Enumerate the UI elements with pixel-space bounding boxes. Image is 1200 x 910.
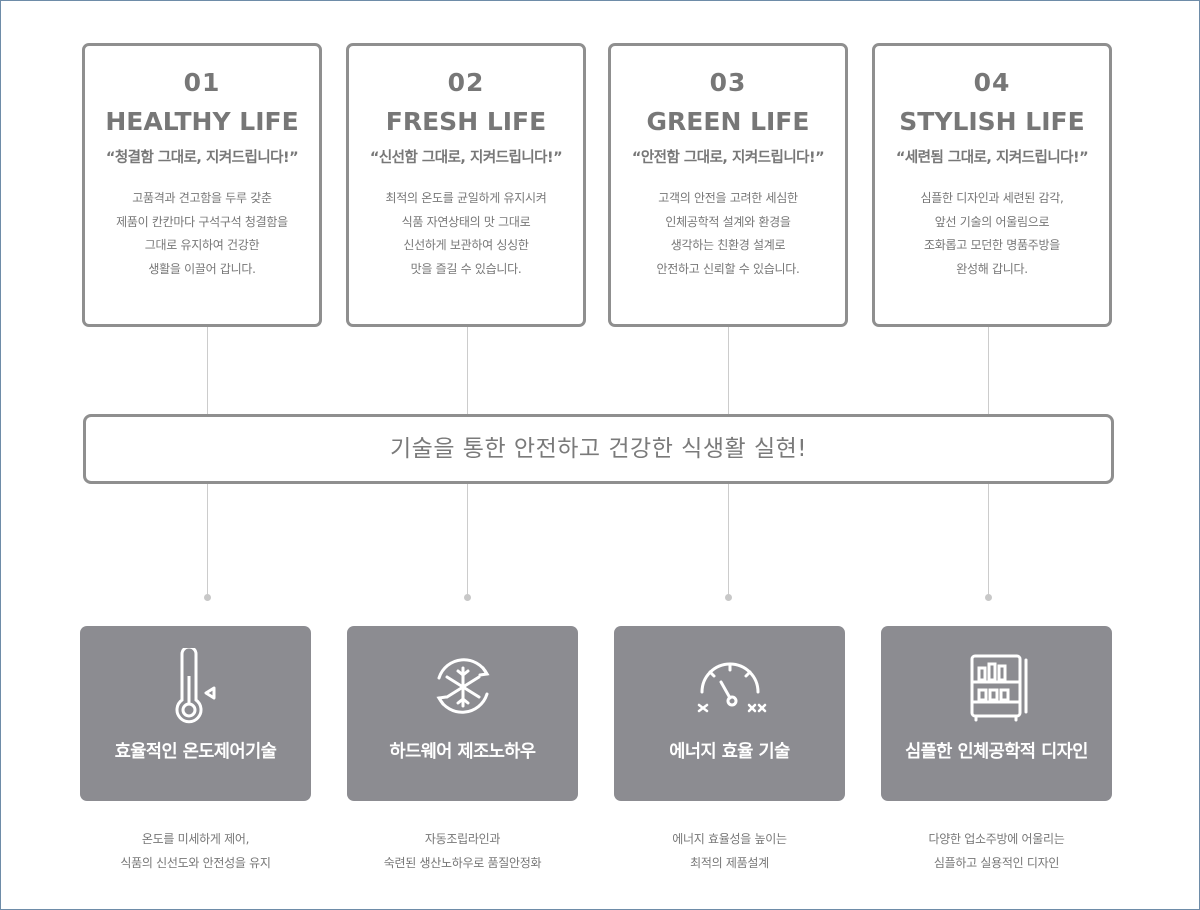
connector-dot: [725, 594, 732, 601]
card-quote: “안전함 그대로, 지켜드립니다!”: [631, 150, 825, 166]
feature-description: 다양한 업소주방에 어울리는 심플하고 실용적인 디자인: [928, 832, 1065, 870]
card-title: HEALTHY LIFE: [105, 107, 299, 136]
card-description: 심플한 디자인과 세련된 감각, 앞선 기술의 어울림으로 조화롭고 모던한 명…: [920, 191, 1064, 276]
card-number: 02: [447, 68, 485, 97]
shelf-rack-icon: [970, 654, 1027, 722]
card-quote: “세련됨 그대로, 지켜드립니다!”: [895, 150, 1089, 166]
connector-dot: [464, 594, 471, 601]
card-title: FRESH LIFE: [385, 107, 547, 136]
life-card-green: 03 GREEN LIFE “안전함 그대로, 지켜드립니다!” 고객의 안전을…: [608, 43, 848, 327]
feature-card-hardware: 하드웨어 제조노하우: [347, 626, 578, 801]
life-card-stylish: 04 STYLISH LIFE “세련됨 그대로, 지켜드립니다!” 심플한 디…: [872, 43, 1112, 327]
life-card-healthy: 01 HEALTHY LIFE “청결함 그대로, 지켜드립니다!” 고품격과 …: [82, 43, 322, 327]
feature-card-design: 심플한 인체공학적 디자인: [881, 626, 1112, 801]
thermometer-icon: [175, 648, 215, 724]
mission-banner: 기술을 통한 안전하고 건강한 식생활 실현!: [83, 414, 1114, 484]
card-description: 최적의 온도를 균일하게 유지시켜 식품 자연상태의 맛 그대로 신선하게 보관…: [385, 191, 547, 276]
connector-dot: [204, 594, 211, 601]
feature-title: 에너지 효율 기술: [669, 742, 790, 762]
snowflake-cycle-icon: [435, 658, 490, 714]
card-number: 03: [709, 68, 747, 97]
card-quote: “신선함 그대로, 지켜드립니다!”: [369, 150, 563, 166]
card-number: 01: [183, 68, 221, 97]
connector-dot: [985, 594, 992, 601]
feature-title: 하드웨어 제조노하우: [389, 742, 537, 762]
gauge-icon: [697, 662, 766, 713]
card-title: GREEN LIFE: [646, 107, 810, 136]
feature-title: 심플한 인체공학적 디자인: [905, 742, 1088, 762]
card-number: 04: [973, 68, 1011, 97]
feature-description: 자동조립라인과 숙련된 생산노하우로 품질안정화: [383, 832, 542, 870]
card-quote: “청결함 그대로, 지켜드립니다!”: [105, 150, 299, 166]
feature-card-energy: 에너지 효율 기술: [614, 626, 845, 801]
card-description: 고품격과 견고함을 두루 갖춘 제품이 칸칸마다 구석구석 청결함을 그대로 유…: [116, 191, 288, 276]
card-description: 고객의 안전을 고려한 세심한 인체공학적 설계와 환경을 생각하는 친환경 설…: [656, 191, 800, 276]
feature-description: 에너지 효율성을 높이는 최적의 제품설계: [672, 832, 787, 870]
life-card-fresh: 02 FRESH LIFE “신선함 그대로, 지켜드립니다!” 최적의 온도를…: [346, 43, 586, 327]
feature-description: 온도를 미세하게 제어, 식품의 신선도와 안전성을 유지: [120, 832, 271, 870]
feature-title: 효율적인 온도제어기술: [114, 742, 277, 762]
card-title: STYLISH LIFE: [899, 107, 1085, 136]
feature-card-temperature: 효율적인 온도제어기술: [80, 626, 311, 801]
